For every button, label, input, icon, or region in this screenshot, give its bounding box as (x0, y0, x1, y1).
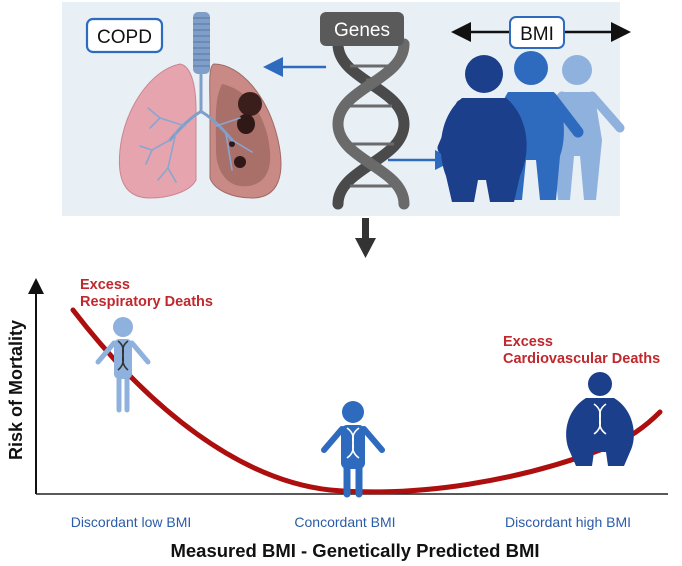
y-axis-label: Risk of Mortality (6, 320, 26, 460)
low-bmi-person-icon (95, 317, 151, 413)
x-tick-high: Discordant high BMI (505, 514, 631, 530)
bmi-people-icon (437, 51, 625, 202)
bmi-label-box: BMI (509, 16, 565, 49)
annotation-left-line2: Respiratory Deaths (80, 294, 213, 310)
annotation-right-line1: Excess (503, 334, 553, 350)
annotation-left-line1: Excess (80, 277, 130, 293)
genes-label-box: Genes (320, 12, 404, 46)
mortality-curve (70, 307, 663, 495)
copd-label: COPD (97, 27, 152, 48)
genes-label: Genes (334, 20, 390, 41)
x-axis-label: Measured BMI - Genetically Predicted BMI (170, 540, 539, 561)
x-tick-concordant: Concordant BMI (294, 514, 395, 530)
bmi-label: BMI (520, 24, 554, 45)
copd-label-box: COPD (85, 17, 164, 54)
concordant-bmi-person-icon (321, 401, 385, 498)
annotation-right-line2: Cardiovascular Deaths (503, 351, 660, 367)
dna-helix-icon (332, 38, 410, 210)
down-arrow (355, 218, 376, 258)
x-tick-low: Discordant low BMI (71, 514, 192, 530)
high-bmi-person-icon (566, 372, 634, 466)
lungs-icon (118, 12, 282, 199)
